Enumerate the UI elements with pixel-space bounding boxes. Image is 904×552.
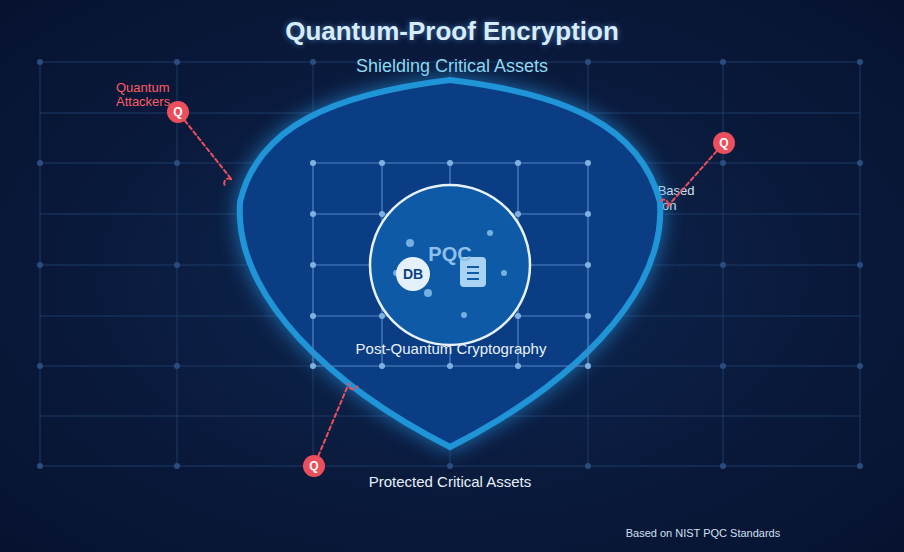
lattice-dot [585,160,591,166]
lattice-dots [310,160,591,369]
shield-node: Post-Quantum CryptographyPQCDB [236,76,666,451]
database-badge: DB [396,257,430,291]
attacker-letter: Q [303,455,325,477]
attacker-circle [713,132,735,154]
grid-lines [40,62,860,466]
bubble-dot [461,312,467,318]
lattice-dot [310,313,316,319]
lattice-grid [313,163,588,366]
lattice-dot [310,211,316,217]
attacker-node: Q [303,455,325,477]
bubble-dot [424,289,432,297]
core-node: PQCDB [368,183,532,347]
attacker-circle [303,455,325,477]
lattice-dot [379,211,385,217]
core-label: PQC [368,243,532,266]
attacker-letter: Q [713,132,735,154]
lattice-dot [379,160,385,166]
lattice-dot [310,160,316,166]
attack-connector [318,383,357,456]
attacker-circle [167,101,189,123]
document-line [467,272,479,274]
lattice-dot [585,262,591,268]
bubble-dot [501,270,507,276]
lattice-dot [447,363,453,369]
lattice-dot [515,313,521,319]
grid-dots [37,59,863,469]
lattice-dot [379,313,385,319]
lattice-dot [447,160,453,166]
attacker-node: Q [713,132,735,154]
lattice-dot [515,160,521,166]
attacker-letter: Q [167,101,189,123]
lattice-dot [310,363,316,369]
lattice-dot [585,363,591,369]
diagram-title: Quantum-Proof Encryption [0,16,904,47]
subtitle: Shielding Critical Assets [0,56,904,77]
attack-connector [660,151,716,207]
attacker-node: Q [167,101,189,123]
document-line [467,278,479,280]
document-line [467,266,479,268]
lattice-dot [379,363,385,369]
bubble-dot [487,230,493,236]
lattice-dot [515,211,521,217]
lattice-dot [310,262,316,268]
shield-outline [240,80,661,447]
attack-connector [185,121,232,186]
lattice-dot [585,313,591,319]
lattice-dot [515,363,521,369]
footnote: Based on NIST PQC Standards [560,527,846,539]
lattice-dot [585,211,591,217]
bubble-dot [406,239,414,247]
